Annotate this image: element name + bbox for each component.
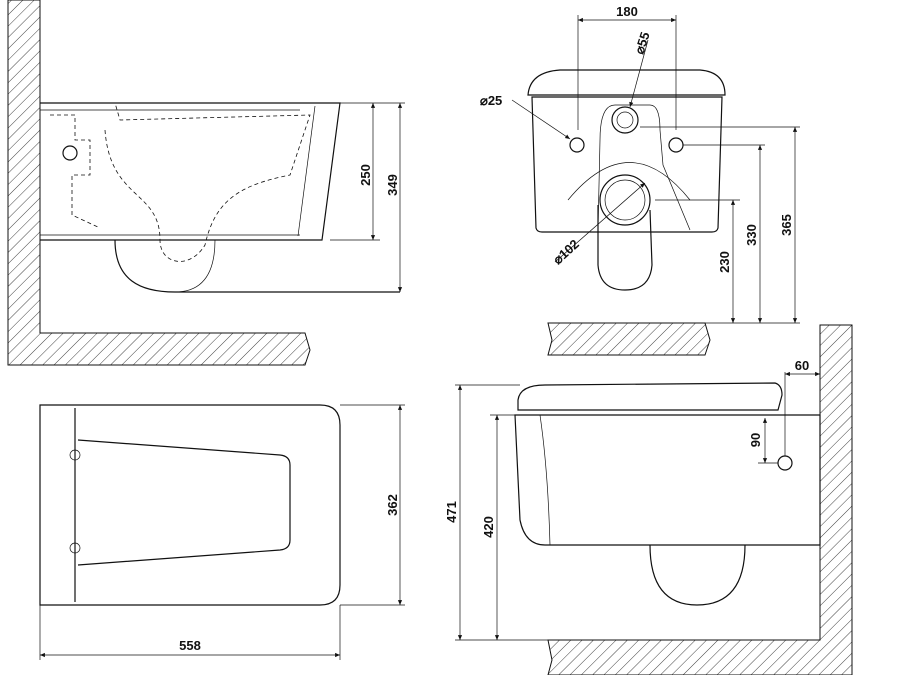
bowl-side bbox=[514, 414, 821, 546]
dim-471: 471 bbox=[444, 501, 459, 523]
bowl-front bbox=[531, 96, 723, 233]
seat-lid bbox=[517, 382, 783, 411]
dim-diameter-55: ⌀55 bbox=[632, 30, 653, 56]
floor-hatch bbox=[547, 322, 711, 356]
top-view: 362 558 bbox=[39, 404, 405, 660]
wall-floor-hatch-2 bbox=[547, 324, 853, 675]
dim-60: 60 bbox=[795, 358, 809, 373]
installed-side-view: 471 420 60 90 bbox=[444, 324, 853, 675]
bowl-body bbox=[40, 102, 341, 241]
dim-230: 230 bbox=[717, 251, 732, 273]
dim-diameter-25: ⌀25 bbox=[480, 93, 502, 108]
dim-362: 362 bbox=[385, 494, 400, 516]
dim-250: 250 bbox=[358, 164, 373, 186]
dim-349: 349 bbox=[385, 174, 400, 196]
dim-diameter-102: ⌀102 bbox=[550, 236, 582, 267]
bowl-trap bbox=[649, 544, 746, 606]
seat-back bbox=[527, 69, 726, 96]
front-view: 180 ⌀55 ⌀25 ⌀102 230 330 365 bbox=[480, 4, 800, 356]
dim-330: 330 bbox=[744, 224, 759, 246]
dim-365: 365 bbox=[779, 214, 794, 236]
trap bbox=[114, 239, 400, 293]
dim-420: 420 bbox=[481, 516, 496, 538]
side-view: 250 349 bbox=[7, 0, 405, 366]
bowl-outline bbox=[39, 404, 341, 606]
dim-90: 90 bbox=[748, 433, 763, 447]
wall-floor-hatch bbox=[7, 0, 311, 366]
dim-558: 558 bbox=[179, 638, 201, 653]
dim-180: 180 bbox=[616, 4, 638, 19]
